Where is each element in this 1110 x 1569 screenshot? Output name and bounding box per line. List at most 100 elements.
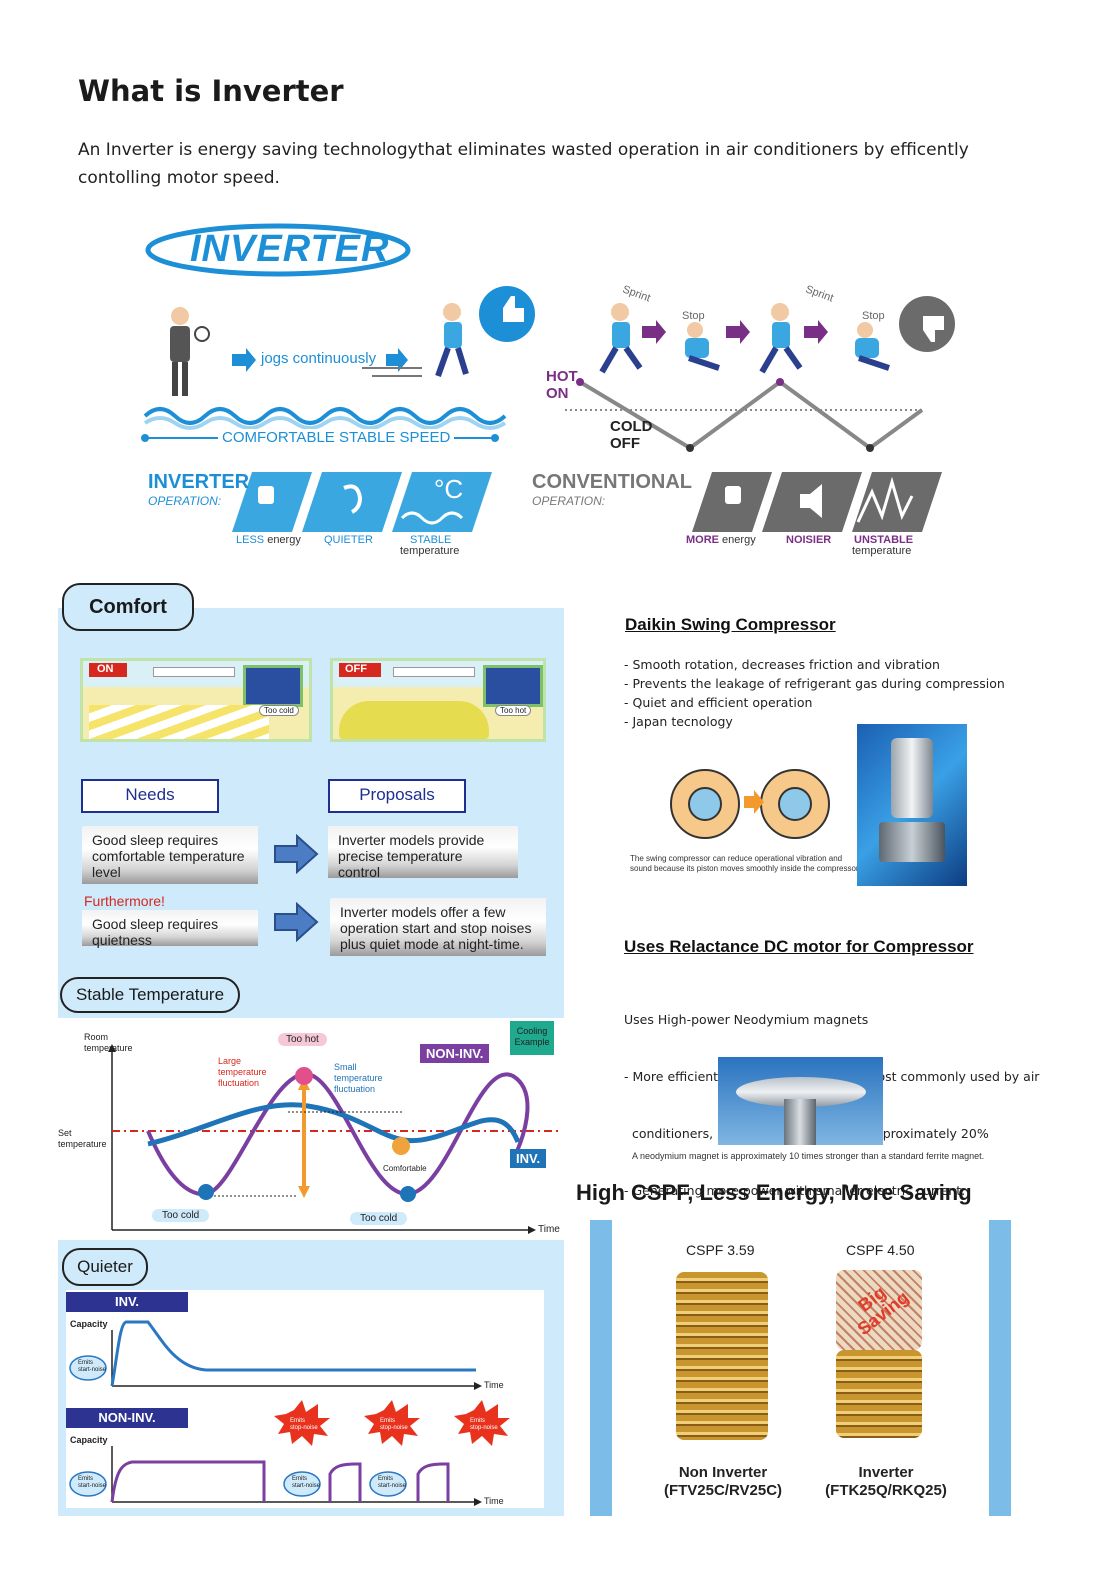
swing-bullet: - Quiet and efficient operation: [624, 695, 813, 710]
page-title: What is Inverter: [78, 74, 344, 108]
swing-bullet: - Smooth rotation, decreases friction an…: [624, 657, 940, 672]
time-label-2: Time: [484, 1496, 504, 1506]
inverter-label: Inverter (FTK25Q/RKQ25): [825, 1464, 947, 1499]
temperature-wave-icon: [392, 472, 492, 532]
cspf-left-value: CSPF 3.59: [686, 1242, 755, 1258]
inv-bar-label: INV.: [66, 1292, 188, 1312]
proposals-header: Proposals: [328, 779, 466, 813]
inv-label: INV.: [510, 1149, 547, 1168]
sprint-man-icon: [599, 303, 643, 374]
sprint-man-icon: [759, 303, 803, 374]
arrow-right-icon: [386, 348, 408, 372]
too-cold-label-1: Too cold: [152, 1209, 210, 1222]
on-scene-label: ON: [97, 663, 114, 675]
cold-face-icon: [400, 1186, 416, 1202]
stable-label: STABLE: [410, 534, 452, 546]
quieter-label: QUIETER: [324, 534, 373, 546]
swing-compressor-diagram: [670, 769, 830, 839]
inverter-banner: INVERTER jogs continuously COMFORTABLE S…: [140, 220, 960, 570]
cspf-panel: [590, 1220, 1011, 1516]
stop-label-1: Stop: [682, 310, 705, 322]
inverter-logo-text: INVERTER: [190, 228, 390, 270]
non-inverter-capacity-line: [110, 1460, 450, 1503]
arrow-right-icon: [232, 348, 256, 372]
bedroom-on-scene: ON Too cold: [80, 658, 312, 742]
stable-temperature-label: temperature: [400, 545, 460, 557]
reluctance-line: - Generating more power with smaller ele…: [624, 1183, 966, 1198]
swing-bullet: - Prevents the leakage of refrigerant ga…: [624, 676, 1005, 691]
intro-paragraph: An Inverter is energy saving technologyt…: [78, 140, 969, 188]
jogging-man-icon: [362, 303, 469, 378]
standing-man-icon: [170, 307, 210, 396]
inverter-operation-sub: OPERATION:: [148, 494, 222, 508]
on-label: ON: [546, 385, 569, 402]
inverter-logo-swoosh: [145, 223, 411, 277]
non-inverter-label: Non Inverter (FTV25C/RV25C): [663, 1464, 783, 1499]
capacity-label-2: Capacity: [70, 1435, 108, 1445]
off-scene-label: OFF: [345, 663, 367, 675]
needs-header: Needs: [81, 779, 219, 813]
too-hot-label: Too hot: [278, 1033, 327, 1046]
comfort-tab-label: Comfort: [89, 596, 167, 618]
start-noise-bubble-icon: [283, 1471, 321, 1497]
hot-label: HOT: [546, 368, 578, 385]
noisier-label: NOISIER: [786, 534, 832, 546]
proposal-2-box: Inverter models offer a few operation st…: [330, 898, 546, 956]
inverter-capacity-line: [110, 1320, 476, 1387]
stop-noise-burst-icon: [274, 1400, 510, 1446]
conventional-operation-title: CONVENTIONAL: [532, 471, 692, 493]
need-1-box: Good sleep requires comfortable temperat…: [82, 826, 258, 884]
non-inv-bar-label: NON-INV.: [66, 1408, 188, 1428]
quieter-tab: Quieter: [62, 1248, 148, 1286]
unstable-temperature-label: temperature: [852, 545, 912, 557]
celsius-label: °C: [434, 474, 464, 504]
inverter-curve: [147, 1102, 521, 1147]
too-cold-label: Too cold: [259, 705, 299, 716]
smile-face-icon: [392, 1137, 410, 1155]
time-axis-label: Time: [538, 1224, 560, 1235]
time-label-1: Time: [484, 1380, 504, 1390]
swing-bullet: - Japan tecnology: [624, 714, 733, 729]
start-noise-bubble-icon: [69, 1355, 107, 1381]
ear-icon: [302, 472, 402, 532]
less-energy-label: LESS energy: [236, 534, 301, 546]
cold-face-icon: [198, 1184, 214, 1200]
arrow-right-icon: [274, 834, 319, 874]
too-cold-label-2: Too cold: [350, 1212, 408, 1225]
too-hot-scene-label: Too hot: [495, 705, 532, 716]
cold-label: COLD: [610, 418, 653, 435]
swing-caption: The swing compressor can reduce operatio…: [630, 854, 861, 873]
swing-compressor-heading: Daikin Swing Compressor: [625, 615, 836, 634]
inverter-banner-art: [141, 223, 955, 532]
capacity-label-1: Capacity: [70, 1319, 108, 1329]
quieter-tab-label: Quieter: [77, 1257, 133, 1276]
stable-temperature-tab: Stable Temperature: [60, 977, 240, 1013]
off-label: OFF: [610, 435, 640, 452]
resting-man-icon: [855, 322, 890, 371]
bedroom-off-scene: OFF Too hot: [330, 658, 546, 742]
coin-stack-non-inverter: [676, 1272, 768, 1440]
neodymium-caption: A neodymium magnet is approximately 10 t…: [632, 1151, 985, 1161]
non-inv-label: NON-INV.: [420, 1044, 490, 1063]
resting-man-icon: [685, 322, 720, 371]
arrow-right-icon: [726, 320, 750, 344]
cspf-right-value: CSPF 4.50: [846, 1242, 915, 1258]
reluctance-motor-heading: Uses Relactance DC motor for Compressor: [624, 937, 974, 956]
neodymium-magnet-photo: [718, 1057, 883, 1145]
stable-speed-label: COMFORTABLE STABLE SPEED: [218, 429, 455, 446]
more-energy-label: MORE energy: [686, 534, 756, 546]
jogs-continuously-label: jogs continuously: [261, 350, 377, 367]
need-2-box: Good sleep requires quietness: [82, 910, 258, 948]
stop-label-2: Stop: [862, 310, 885, 322]
arrow-right-icon: [642, 320, 666, 344]
arrow-right-icon: [274, 902, 319, 942]
conventional-operation-sub: OPERATION:: [532, 494, 606, 508]
